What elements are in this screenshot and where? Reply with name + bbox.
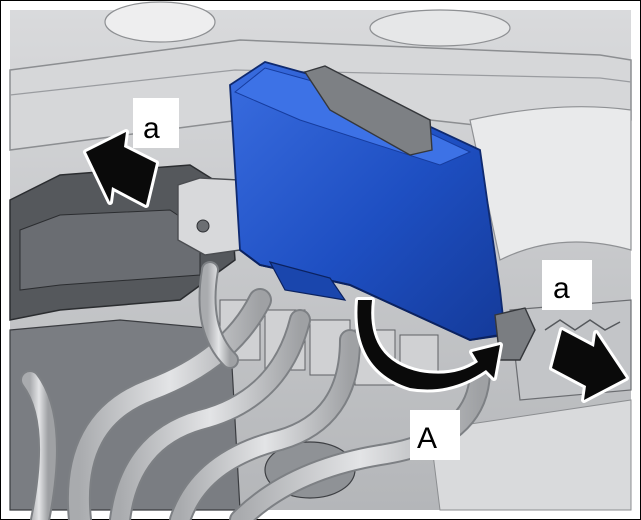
- label-a-left: a: [133, 98, 179, 148]
- arrow-a-left: [83, 129, 159, 208]
- control-module: [177, 61, 536, 361]
- cable-harness: [20, 261, 491, 520]
- svg-text:A: A: [417, 422, 437, 455]
- label-A: A: [410, 410, 460, 460]
- curved-arrow-A: [354, 297, 503, 393]
- svg-text:a: a: [553, 272, 570, 305]
- arrow-a-right: [549, 327, 629, 403]
- label-a-right: a: [542, 260, 592, 310]
- svg-text:a: a: [143, 112, 160, 145]
